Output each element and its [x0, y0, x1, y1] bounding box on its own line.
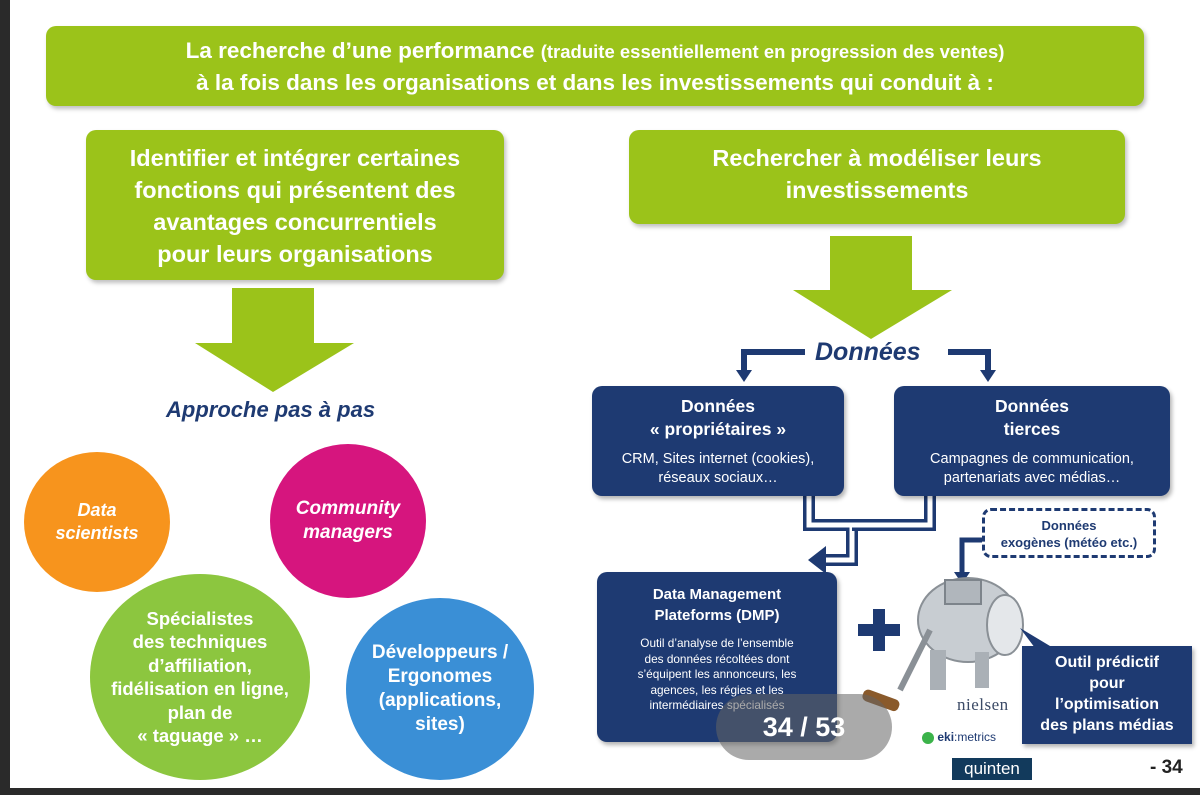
meat-grinder-illustration — [862, 577, 1024, 712]
box-title: Données — [995, 396, 1069, 416]
donnees-right-arrow — [948, 349, 991, 372]
left-down-arrow — [195, 288, 354, 392]
exogenes-text: Données — [1041, 518, 1097, 533]
left-box-line: pour leurs organisations — [157, 241, 433, 267]
circle-specialistes: Spécialistes des techniques d’affiliatio… — [90, 574, 310, 780]
outil-text: l’optimisation — [1055, 696, 1159, 713]
window-frame-bottom — [0, 788, 1200, 795]
box-desc: Campagnes de communication, — [930, 451, 1134, 467]
right-objective-box: Rechercher à modéliser leurs investissem… — [629, 130, 1125, 224]
circle-text: Ergonomes — [387, 666, 493, 687]
banner-line1-paren: (traduite essentiellement en progression… — [540, 41, 1005, 62]
donnees-proprietaires-box: Données « propriétaires » CRM, Sites int… — [592, 386, 844, 496]
plus-vertical — [873, 609, 885, 651]
donnees-tierces-box: Données tierces Campagnes de communicati… — [894, 386, 1170, 496]
circle-data-scientists: Data scientists — [24, 452, 170, 592]
box-title: tierces — [1003, 419, 1061, 439]
approche-label: Approche pas à pas — [166, 397, 376, 422]
quinten-logo: quinten — [952, 758, 1032, 780]
donnees-exogenes-box: Données exogènes (météo etc.) — [982, 508, 1156, 558]
ekimetrics-dot — [922, 731, 934, 744]
circle-text: d’affiliation, — [148, 654, 252, 676]
merge-arrowhead — [808, 546, 826, 574]
circle-text: « taguage » … — [137, 725, 263, 746]
nielsen-logo: nielsen — [957, 695, 1009, 714]
donnees-right-arrowhead — [980, 370, 996, 382]
dmp-desc: agences, les régies et les — [650, 682, 784, 697]
box-title: Données — [681, 396, 755, 416]
outil-callout-pointer — [1020, 628, 1050, 648]
exogenes-text: exogènes (météo etc.) — [1000, 535, 1138, 550]
dmp-desc: Outil d’analyse de l’ensemble — [640, 636, 794, 650]
box-desc: partenariats avec médias… — [943, 470, 1121, 486]
exogenes-connector — [959, 537, 985, 575]
left-box-line: Identifier et intégrer certaines — [129, 145, 461, 171]
left-box-line: fonctions qui présentent des — [134, 177, 456, 203]
ekimetrics-text-b: :metrics — [954, 730, 997, 744]
merge-connector-inner-2 — [852, 495, 933, 528]
circle-text: managers — [303, 522, 393, 543]
circle-text: plan de — [167, 701, 233, 723]
page-counter-text: 34 / 53 — [762, 712, 846, 742]
merge-connector-outline-2 — [852, 495, 936, 531]
donnees-label: Données — [815, 338, 921, 366]
box-title: « propriétaires » — [649, 419, 787, 439]
circle-text: des techniques — [132, 631, 268, 652]
dmp-desc: des données récoltées dont — [644, 651, 790, 666]
circle-text: Développeurs / — [371, 642, 509, 663]
outil-text: pour — [1089, 675, 1125, 692]
dmp-desc: s’équipent les annonceurs, les — [637, 667, 797, 681]
circle-text: Data — [77, 500, 117, 520]
dmp-title: Plateforms (DMP) — [654, 607, 780, 624]
dmp-title: Data Management — [652, 586, 782, 603]
ekimetrics-logo: eki:metrics — [922, 730, 996, 744]
left-objective-box: Identifier et intégrer certaines fonctio… — [86, 130, 504, 280]
circle-developpeurs: Développeurs / Ergonomes (applications, … — [346, 598, 534, 780]
circle-text: scientists — [55, 523, 139, 543]
circle-text: sites) — [415, 714, 465, 735]
circle-text: Spécialistes — [146, 607, 254, 629]
circle-community-managers: Community managers — [270, 444, 426, 598]
window-frame-left — [0, 0, 10, 795]
donnees-left-arrowhead — [736, 370, 752, 382]
right-box-line: investissements — [785, 177, 969, 203]
banner-line1-main: La recherche d’une performance — [185, 38, 535, 63]
circle-text: fidélisation en ligne, — [111, 678, 289, 699]
ekimetrics-text-a: eki — [937, 730, 955, 744]
banner-line2: à la fois dans les organisations et dans… — [196, 70, 994, 95]
outil-text: Outil prédictif — [1055, 654, 1159, 671]
page-number: - 34 — [1150, 757, 1183, 778]
merge-connector-inner — [806, 495, 855, 563]
outil-text: des plans médias — [1040, 717, 1174, 734]
donnees-left-arrow — [741, 349, 805, 372]
circle-text: Community — [295, 498, 401, 519]
right-box-line: Rechercher à modéliser leurs — [712, 145, 1042, 171]
left-box-line: avantages concurrentiels — [153, 209, 437, 235]
outil-predictif-box: Outil prédictif pour l’optimisation des … — [1022, 646, 1192, 744]
page-counter-overlay[interactable]: 34 / 53 — [716, 694, 892, 760]
title-banner: La recherche d’une performance (traduite… — [46, 26, 1144, 106]
right-down-arrow — [793, 236, 952, 339]
box-desc: CRM, Sites internet (cookies), — [621, 451, 815, 467]
circle-text: (applications, — [378, 690, 502, 711]
box-desc: réseaux sociaux… — [658, 470, 778, 486]
